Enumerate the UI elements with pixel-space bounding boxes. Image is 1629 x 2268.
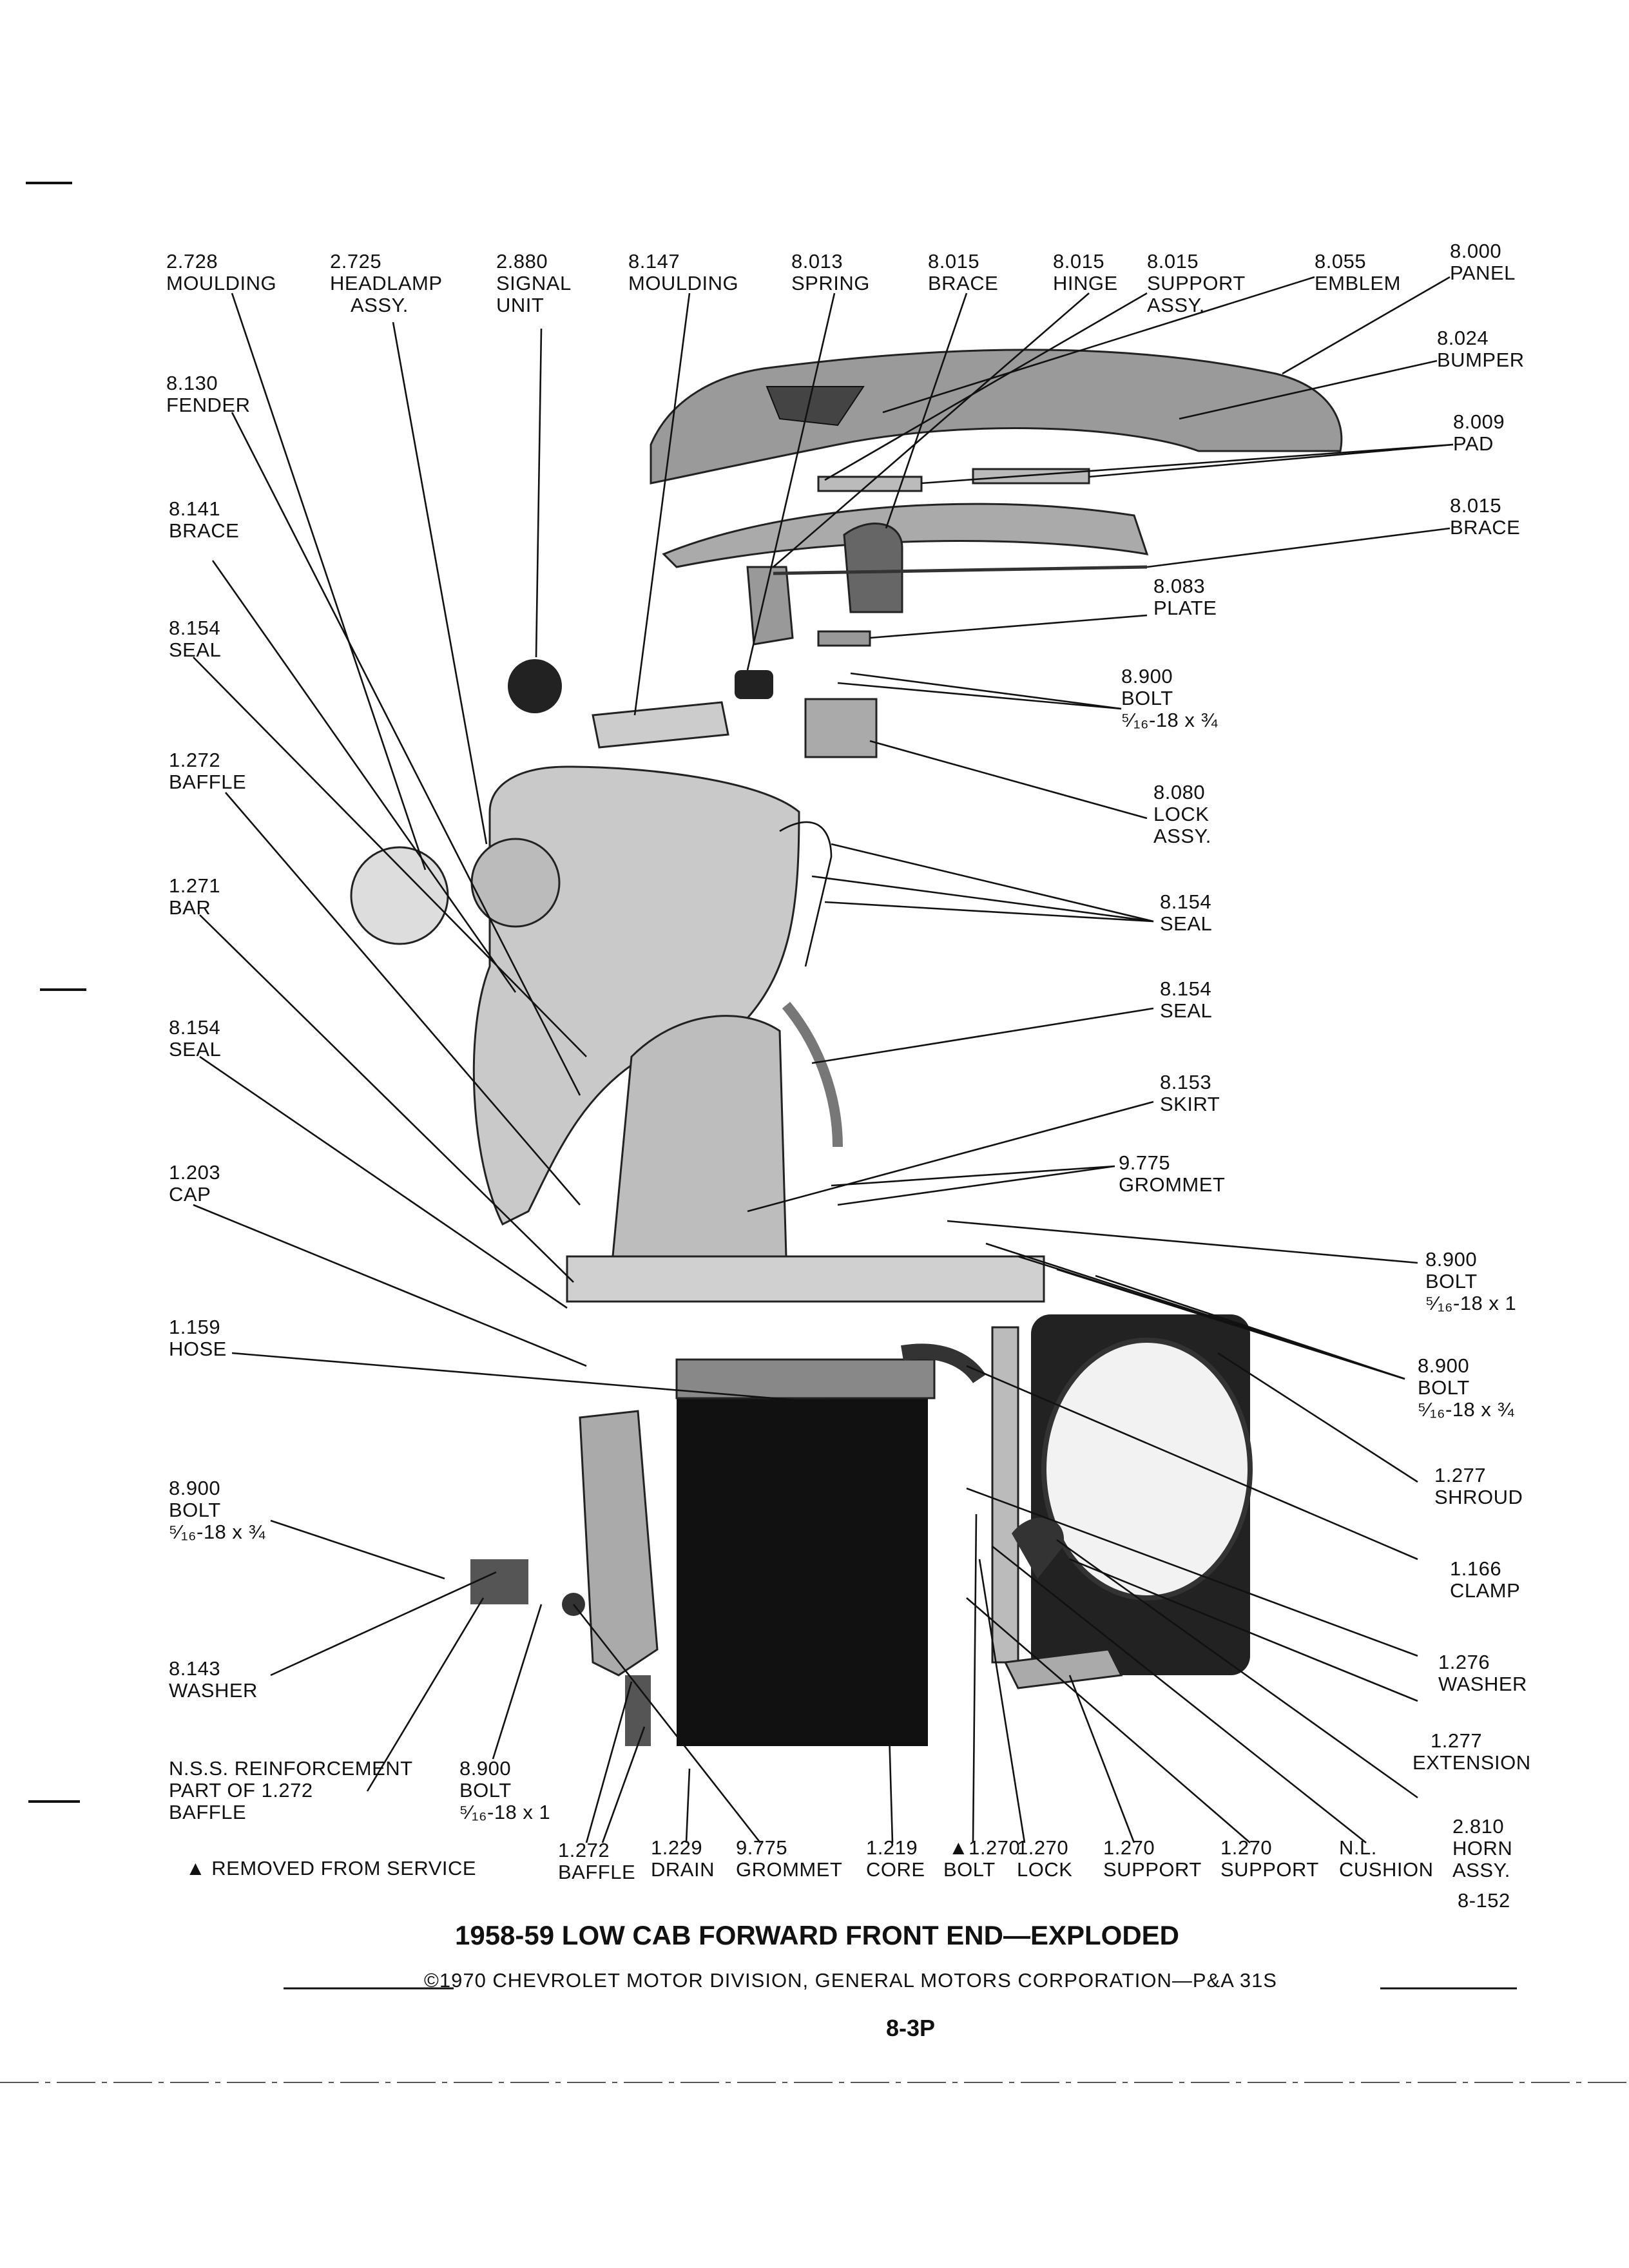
spring-part [735, 670, 773, 699]
lock-assy-part [804, 698, 878, 758]
front-panel-emblem [766, 386, 865, 427]
pad-part-b [972, 468, 1090, 485]
moulding-part [592, 701, 729, 749]
reinforcement-part [470, 1559, 528, 1604]
figure-id: 8-152 [1458, 1889, 1510, 1912]
part-illustrations [350, 349, 1343, 1746]
leader-lines [193, 276, 1454, 1844]
copyright-text: ©1970 CHEVROLET MOTOR DIVISION, GENERAL … [424, 1969, 1277, 1992]
headlamp-part-a [350, 846, 449, 945]
brace-part [662, 503, 1149, 568]
shroud-ring [1041, 1338, 1253, 1600]
callout-nl-cushion: N.L.CUSHION [1339, 1836, 1433, 1881]
core-tank [675, 1358, 936, 1399]
support-part [843, 523, 903, 613]
rod-part [773, 565, 1148, 575]
copyright-line: ©1970 CHEVROLET MOTOR DIVISION, GENERAL … [284, 1969, 1517, 1992]
plate-part [817, 630, 871, 647]
horn-part [1012, 1517, 1065, 1579]
removed-from-service-note: ▲ REMOVED FROM SERVICE [186, 1857, 476, 1879]
seal-part-a [779, 821, 833, 967]
signal-unit-part [508, 659, 562, 713]
hinge-part [746, 566, 794, 646]
baffle-part [579, 1410, 659, 1677]
support-bracket-part [1003, 1648, 1123, 1689]
hose-part [901, 1343, 986, 1384]
seal-part-b [782, 1001, 843, 1148]
core-part [677, 1385, 928, 1746]
margin-marks [26, 182, 86, 1803]
skirt-part [611, 1015, 787, 1264]
extension-part [991, 1326, 1019, 1664]
page-number: 8-3P [886, 2015, 935, 2041]
front-panel-part [650, 349, 1343, 485]
bar-part [566, 1255, 1045, 1303]
headlamp-part-b [470, 838, 561, 928]
page-title: 1958-59 LOW CAB FORWARD FRONT END—EXPLOD… [455, 1920, 1179, 1950]
